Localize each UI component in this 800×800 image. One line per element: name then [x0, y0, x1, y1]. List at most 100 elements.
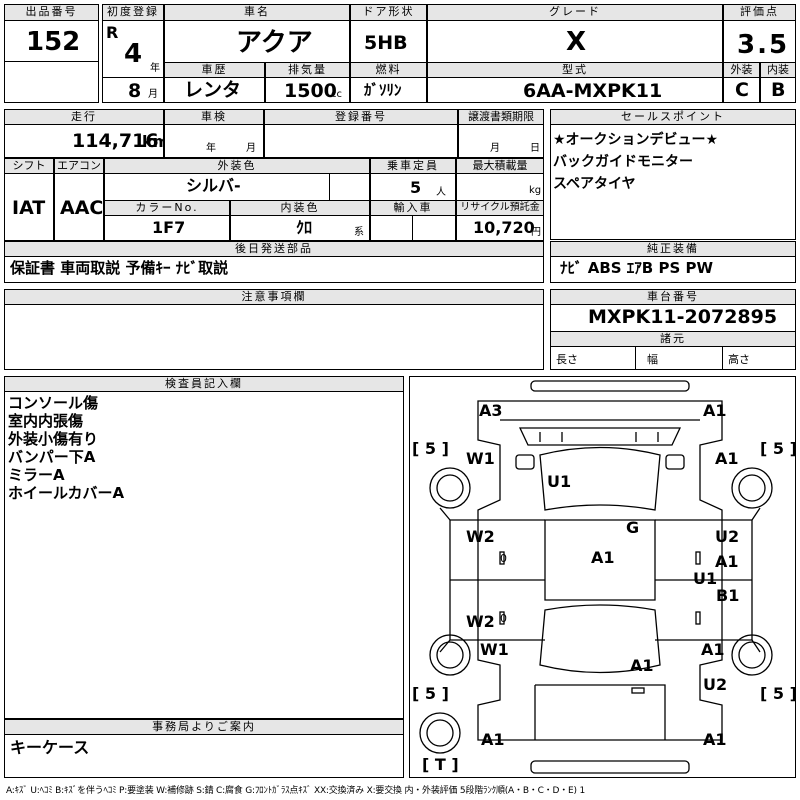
- interior-color-header: 内装色: [230, 200, 370, 216]
- model-header: 型式: [427, 62, 723, 78]
- small-mark: 0: [500, 552, 507, 565]
- office-cell: [4, 734, 404, 778]
- damage-label: A1: [715, 449, 739, 468]
- first-registration-cell: [102, 20, 164, 78]
- notes-header: 注意事項欄: [4, 289, 544, 305]
- color-number-cell: [104, 215, 230, 241]
- damage-label: W1: [480, 640, 509, 659]
- windshield: [539, 446, 661, 511]
- displacement-cell: [265, 77, 350, 103]
- car-name-header: 車名: [164, 4, 350, 21]
- max-load-unit: kg: [529, 185, 542, 196]
- damage-label: W1: [466, 449, 495, 468]
- score-header: 評価点: [723, 4, 796, 21]
- capacity-unit: 人: [436, 187, 446, 198]
- car-name-cell: [164, 20, 350, 63]
- displacement: 1500: [284, 80, 337, 102]
- damage-label: A1: [591, 548, 615, 567]
- registration-number-header: 登録番号: [264, 109, 458, 125]
- exterior-color-cell: [104, 173, 330, 201]
- shift-cell: [4, 173, 54, 241]
- damage-label: A1: [481, 730, 505, 749]
- capacity-header: 乗車定員: [370, 158, 456, 174]
- office-note: キーケース: [10, 738, 90, 757]
- chassis-number-cell: [550, 304, 796, 332]
- registration-year: 4: [124, 39, 143, 69]
- interior-color-cell: [230, 215, 370, 241]
- height-label: 高さ: [728, 353, 750, 366]
- damage-label: B1: [716, 586, 740, 605]
- history-cell: [164, 77, 265, 103]
- vehicle-history: レンタ: [184, 79, 242, 101]
- height-cell: [722, 346, 796, 370]
- capacity: 5: [410, 178, 422, 197]
- model-code: 6AA-MXPK11: [523, 80, 663, 102]
- shift: IAT: [12, 197, 46, 219]
- later-items-header: 後日発送部品: [4, 241, 544, 257]
- sales-point-1: ★オークションデビュー★: [553, 132, 719, 148]
- import-header: 輸入車: [370, 200, 456, 216]
- car-name: アクア: [236, 28, 313, 58]
- wheel-front-left: [429, 467, 471, 509]
- wheel-rear-right: [731, 634, 773, 676]
- lot-number-cell: [4, 20, 99, 62]
- tire-mark-spare: [ T ]: [422, 755, 459, 774]
- sales-points-header: セールスポイント: [550, 109, 796, 125]
- recycle-header: リサイクル預託金: [456, 200, 544, 216]
- damage-diagram-frame: [409, 376, 796, 778]
- damage-label: U1: [693, 569, 718, 588]
- damage-label: A1: [715, 552, 739, 571]
- sales-point-3: スペアタイヤ: [553, 176, 636, 192]
- recycle-fee: 10,720: [473, 218, 535, 237]
- interior-grade-header: 内装: [760, 62, 796, 78]
- tire-mark-rear-right: [ 5 ]: [760, 684, 797, 703]
- damage-label: G: [626, 518, 640, 537]
- spare-tire: [419, 712, 461, 754]
- exterior-grade-header: 外装: [723, 62, 760, 78]
- grade: X: [566, 27, 587, 57]
- inspector-cell: [4, 391, 404, 719]
- exterior-color: シルバ-: [186, 176, 241, 195]
- exterior-grade: C: [735, 79, 749, 101]
- month-unit: 月: [148, 89, 158, 100]
- grade-header: グレード: [427, 4, 723, 21]
- aircon-header: エアコン: [54, 158, 104, 174]
- damage-label: A1: [703, 730, 727, 749]
- width-label: 幅: [647, 353, 658, 366]
- inspector-note-2: 室内内張傷: [8, 412, 84, 430]
- damage-label: A1: [630, 656, 654, 675]
- length-cell: [550, 346, 636, 370]
- transfer-day-unit: 日: [530, 143, 540, 154]
- office-header: 事務局よりご案内: [4, 719, 404, 735]
- recycle-cell: [456, 215, 544, 241]
- front-grille: [518, 427, 682, 446]
- history-header: 車歴: [164, 62, 265, 78]
- lot-number: 152: [26, 27, 81, 57]
- exterior-color-sub-cell: [329, 173, 370, 201]
- inspection-year-unit: 年: [206, 143, 216, 154]
- interior-grade-cell: [760, 77, 796, 103]
- damage-label: A3: [479, 401, 503, 420]
- interior-grade: B: [771, 79, 786, 101]
- damage-label: U1: [547, 472, 572, 491]
- transfer-month-unit: 月: [490, 143, 500, 154]
- inspection-cell: [164, 124, 264, 158]
- aircon-cell: [54, 173, 104, 241]
- later-items-cell: [4, 256, 544, 283]
- rear-glass: [539, 604, 661, 674]
- max-load-header: 最大積載量: [456, 158, 544, 174]
- wheel-front-right: [731, 467, 773, 509]
- car-damage-diagram: [419, 380, 773, 774]
- sales-point-2: バックガイドモニター: [553, 154, 693, 170]
- door-type-header: ドア形状: [350, 4, 427, 21]
- exterior-color-header: 外装色: [104, 158, 370, 174]
- shift-header: シフト: [4, 158, 54, 174]
- door-type: 5HB: [364, 32, 408, 54]
- fuel-header: 燃料: [350, 62, 427, 78]
- specs-header: 諸元: [550, 331, 796, 347]
- damage-code-legend: A:ｷｽﾞ U:ﾍｺﾐ B:ｷｽﾞを伴うﾍｺﾐ P:要塗装 W:補修跡 S:錆 …: [6, 786, 585, 796]
- month-cell: [102, 77, 164, 103]
- import-cell-a: [370, 215, 413, 241]
- fuel: ｶﾞｿﾘﾝ: [364, 81, 402, 99]
- era: R: [106, 23, 119, 42]
